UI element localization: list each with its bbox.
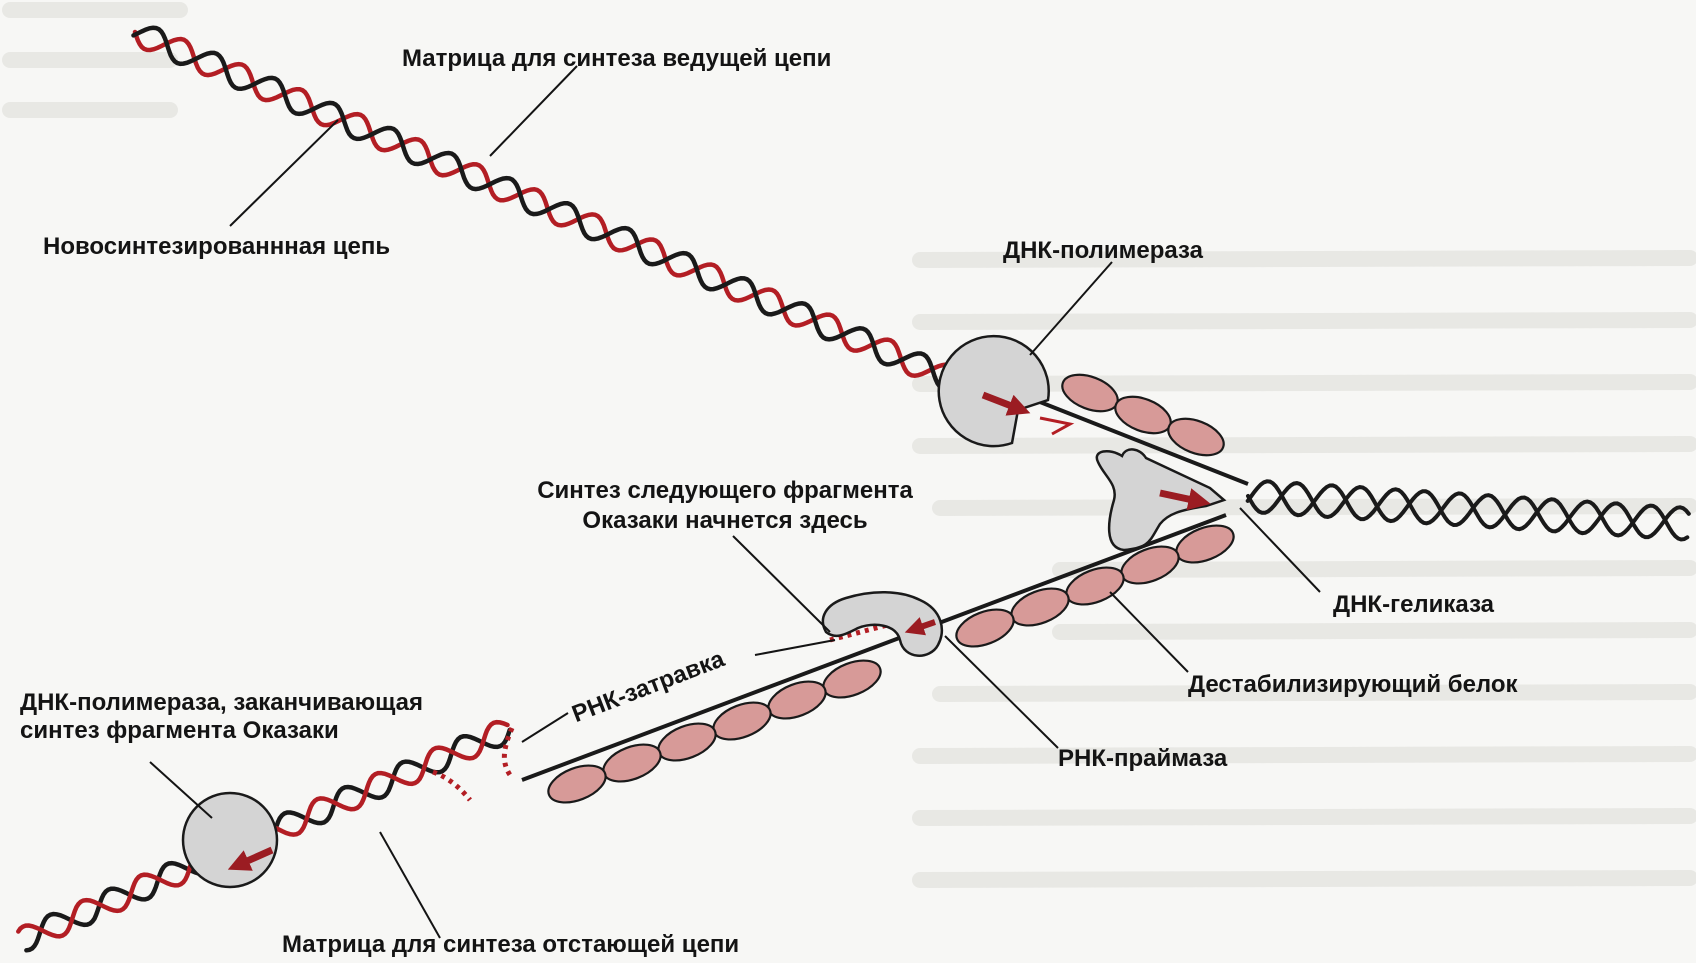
leading-strand-helix [134, 28, 976, 399]
polymerase-circle-icon [939, 336, 1070, 446]
label-polymerase-top: ДНК-полимераза [1003, 236, 1203, 266]
ssb-ellipse-icon [1006, 581, 1073, 632]
label-ssb: Дестабилизирующий белок [1188, 670, 1518, 700]
label-next-fragment-line2: Оказаки начнется здесь [505, 506, 945, 536]
label-lagging-template: Матрица для синтеза отстающей цепи [282, 930, 739, 960]
strand-a [1248, 483, 1689, 537]
ssb-ellipse-icon [653, 716, 720, 767]
ssb-ellipse-icon [818, 653, 885, 704]
ssb-ellipse-icon [708, 695, 775, 746]
label-primase: РНК-праймаза [1058, 744, 1227, 774]
strand-b [1248, 481, 1688, 539]
strand-a [135, 32, 967, 398]
ssb-ellipse-icon [1061, 560, 1128, 611]
ssb-ellipse-icon [951, 602, 1018, 653]
strand-b [134, 28, 976, 390]
ssb-ellipse-icon [1171, 518, 1238, 569]
label-leading-template: Матрица для синтеза ведущей цепи [402, 44, 831, 74]
label-next-fragment-line1: Синтез следующего фрагмента [505, 476, 945, 506]
ssb-ellipse-icon [598, 737, 665, 788]
okazaki-primer-dotted [433, 772, 470, 800]
polymerase-circle-icon [183, 793, 277, 887]
lagging-single-strand [522, 515, 1226, 780]
ssb-ellipse-icon [543, 758, 610, 809]
label-new-strand: Новосинтезированнная цепь [43, 232, 390, 262]
label-polymerase-bottom-line1: ДНК-полимераза, заканчивающая [20, 688, 423, 718]
ssb-ellipse-icon [763, 674, 830, 725]
label-helicase: ДНК-геликаза [1333, 590, 1494, 620]
parental-dna-helix [1248, 481, 1689, 539]
label-polymerase-bottom-line2: синтез фрагмента Оказаки [20, 716, 339, 746]
